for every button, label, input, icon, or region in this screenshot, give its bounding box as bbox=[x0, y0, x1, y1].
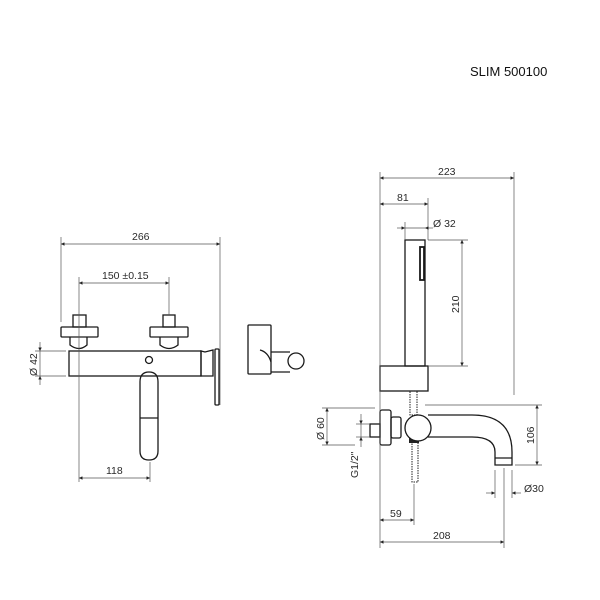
side-view: 223 81 Ø 32 210 Ø 60 bbox=[315, 166, 544, 548]
mixer-body-side bbox=[404, 414, 432, 442]
lever-handle bbox=[200, 349, 214, 377]
diverter-hole bbox=[144, 355, 154, 365]
dim-label-handshower-length: 210 bbox=[450, 295, 462, 313]
product-title: SLIM 500100 bbox=[470, 64, 547, 79]
lever-plate bbox=[214, 348, 220, 406]
right-inlet-nut bbox=[149, 314, 189, 350]
left-inlet-nut bbox=[60, 314, 99, 350]
dim-106: 106 bbox=[425, 404, 542, 466]
dim-210: 210 bbox=[428, 239, 468, 367]
dim-60: Ø 60 bbox=[315, 407, 375, 446]
side-profile bbox=[247, 324, 305, 375]
dim-32: Ø 32 bbox=[397, 218, 456, 240]
dim-118: 118 bbox=[79, 462, 151, 482]
handshower-holder bbox=[379, 365, 429, 392]
front-view: 266 150 ±0.15 Ø 42 118 bbox=[28, 231, 305, 482]
dim-label-overall-width: 266 bbox=[132, 231, 150, 243]
dim-label-spout-offset: 118 bbox=[106, 465, 123, 477]
dim-label-body-diameter: Ø 42 bbox=[28, 353, 40, 376]
dim-42: Ø 42 bbox=[28, 342, 66, 385]
dim-label-overall-depth: 223 bbox=[438, 166, 456, 178]
dim-59: 59 bbox=[380, 484, 415, 525]
handshower bbox=[404, 239, 426, 367]
dim-30: Ø30 bbox=[486, 470, 544, 498]
dim-label-handshower-diameter: Ø 32 bbox=[433, 218, 456, 230]
wall-connection bbox=[369, 409, 402, 446]
dim-label-hose-offset: 59 bbox=[390, 508, 402, 520]
mixer-body bbox=[68, 350, 202, 377]
dim-label-spout-diameter: Ø30 bbox=[524, 483, 544, 495]
dim-label-shower-offset: 81 bbox=[397, 192, 409, 204]
dim-g12: G1/2" bbox=[349, 414, 370, 478]
dim-label-inlet-spacing: 150 ±0.15 bbox=[102, 270, 149, 282]
dim-label-flange-diameter: Ø 60 bbox=[315, 417, 327, 440]
dim-150: 150 ±0.15 bbox=[78, 270, 170, 482]
dim-label-spout-height: 106 bbox=[525, 426, 537, 444]
dim-81: 81 bbox=[380, 192, 429, 240]
dim-223: 223 bbox=[379, 166, 515, 548]
dim-label-thread: G1/2" bbox=[349, 451, 361, 478]
spout-side bbox=[428, 414, 513, 466]
dim-266: 266 bbox=[60, 231, 221, 405]
dim-208: 208 bbox=[380, 468, 505, 548]
spout-front bbox=[139, 371, 159, 461]
dim-label-spout-reach: 208 bbox=[433, 530, 451, 542]
